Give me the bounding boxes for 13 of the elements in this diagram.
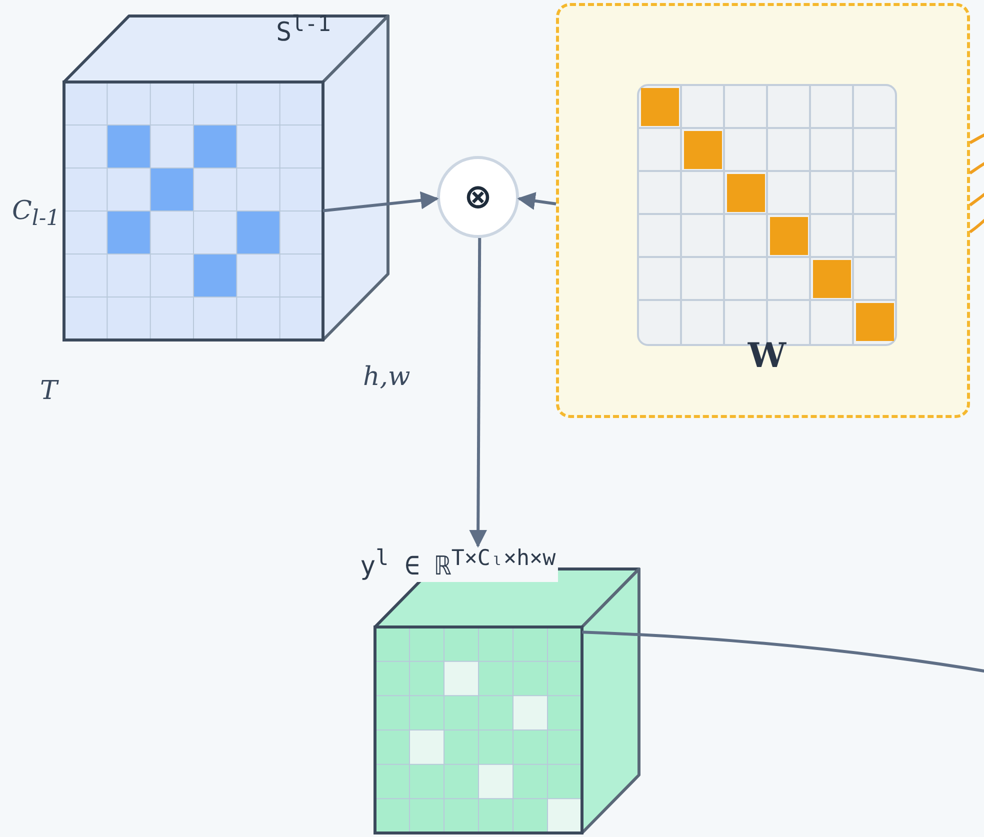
arrow <box>322 191 439 212</box>
tensor-label: S$^{l-1}$ <box>276 12 331 48</box>
arrow <box>469 238 488 548</box>
curved-line <box>969 130 984 144</box>
multiply-operator: ⊗ <box>437 156 519 238</box>
tensor-label: y$^{l}$ ∈ ℝ$^{T×Cₗ×h×w}$ <box>358 546 558 582</box>
arrow <box>517 192 556 210</box>
dimension-label: C$_{l-1}$ <box>12 196 60 232</box>
matrix-label: W <box>746 336 788 376</box>
dimension-label: h,w <box>363 362 410 392</box>
connector-line <box>582 630 984 674</box>
dimension-label: T <box>40 376 58 406</box>
dashed-panel <box>556 3 970 418</box>
